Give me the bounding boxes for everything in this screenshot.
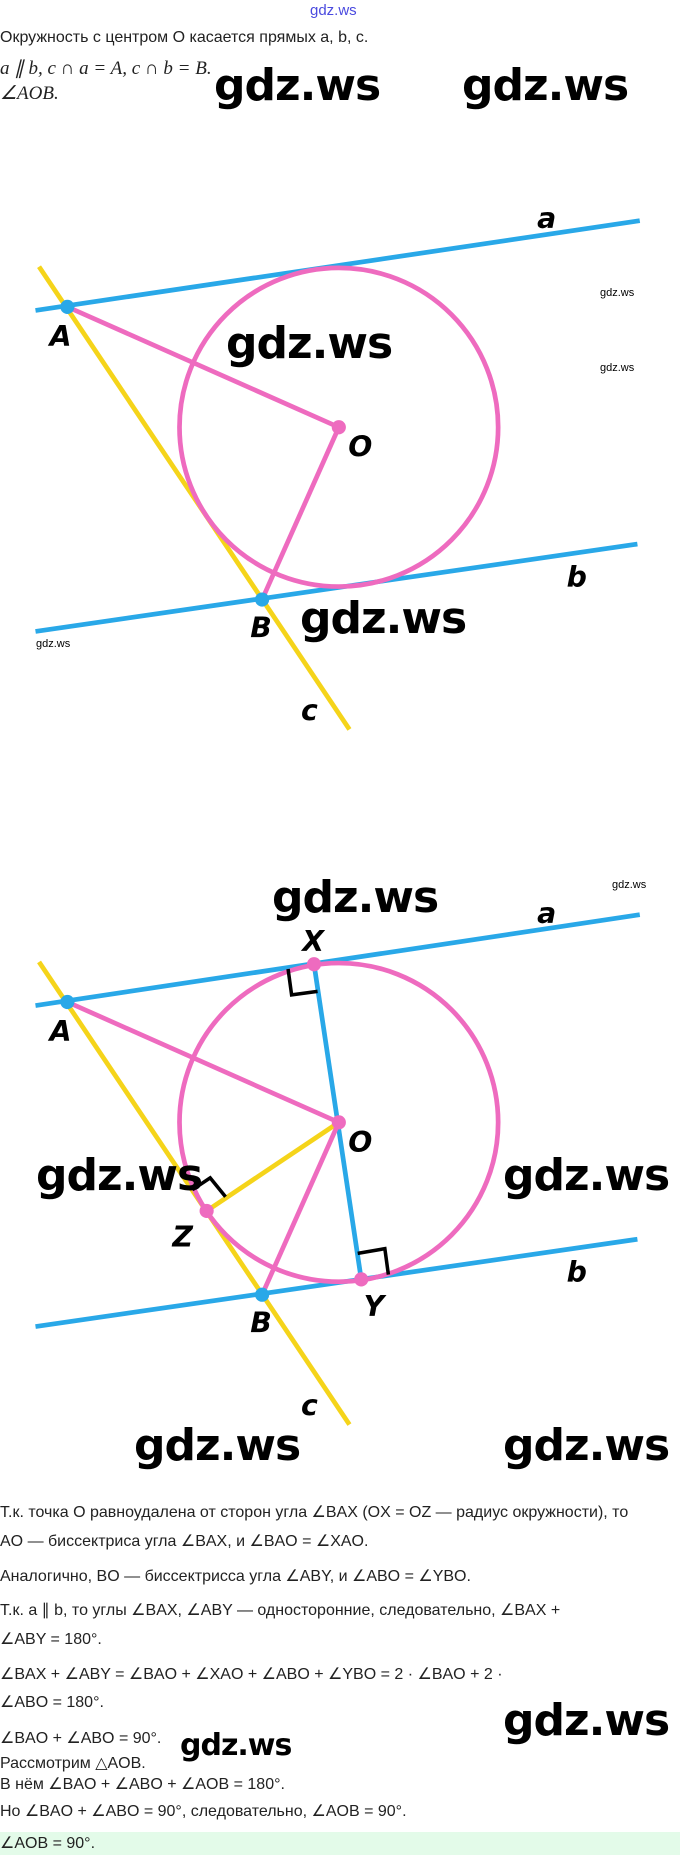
- segment-AO: [66, 304, 340, 430]
- watermark: gdz.ws: [36, 638, 71, 650]
- solution-line: Аналогично, BO — биссектрисса угла ∠ABY,…: [0, 1568, 471, 1585]
- watermark: gdz.ws: [462, 60, 629, 111]
- point-X: [306, 957, 322, 972]
- right-angle-Y: [357, 1246, 391, 1275]
- label-a: a: [537, 897, 556, 930]
- segment-OZ: [205, 1120, 341, 1213]
- label-Y: Y: [364, 1290, 387, 1323]
- segment-AO: [66, 999, 340, 1125]
- watermark: gdz.ws: [272, 872, 439, 923]
- point-O: [331, 1115, 346, 1130]
- solution-line: Но ∠BAO + ∠ABO = 90°, следовательно, ∠AO…: [0, 1803, 407, 1820]
- watermark: gdz.ws: [600, 362, 635, 374]
- watermark: gdz.ws: [134, 1420, 301, 1471]
- watermark: gdz.ws: [180, 1728, 292, 1763]
- label-c: c: [301, 694, 318, 727]
- figure-2: a b c A B O X Y Z: [35, 897, 641, 1426]
- solution-line: В нём ∠BAO + ∠ABO + ∠AOB = 180°.: [0, 1776, 285, 1793]
- header-watermark: gdz.ws: [310, 2, 357, 19]
- watermark: gdz.ws: [226, 318, 393, 369]
- label-B: B: [250, 611, 272, 644]
- point-A: [60, 994, 75, 1010]
- watermark: gdz.ws: [503, 1695, 670, 1746]
- watermark: gdz.ws: [612, 879, 647, 891]
- label-b: b: [567, 561, 587, 594]
- segment-BO: [259, 1121, 341, 1296]
- point-Y: [354, 1272, 369, 1287]
- label-X: X: [300, 925, 325, 958]
- label-A: A: [48, 320, 72, 353]
- label-O: O: [348, 431, 372, 464]
- right-angle-X: [286, 968, 318, 997]
- line-a: [35, 218, 641, 313]
- watermark: gdz.ws: [300, 593, 467, 644]
- solution-line: ∠BAO + ∠ABO = 90°.: [0, 1730, 162, 1747]
- circle: [177, 265, 501, 589]
- solution-line: AO — биссектриса угла ∠BAX, и ∠BAO = ∠XA…: [0, 1533, 369, 1550]
- solution-line: ∠BAX + ∠ABY = ∠BAO + ∠XAO + ∠ABO + ∠YBO …: [0, 1666, 503, 1683]
- answer-highlight: [0, 1832, 680, 1855]
- label-c: c: [301, 1389, 318, 1422]
- right-angle-Z: [191, 1175, 227, 1198]
- watermark: gdz.ws: [214, 60, 381, 111]
- segment-BO: [259, 426, 341, 601]
- label-b: b: [567, 1256, 587, 1289]
- point-B: [255, 592, 270, 607]
- label-B: B: [250, 1306, 272, 1339]
- answer: ∠AOB = 90°.: [0, 1835, 96, 1852]
- label-Z: Z: [171, 1220, 193, 1253]
- label-O: O: [348, 1126, 372, 1159]
- watermark: gdz.ws: [600, 287, 635, 299]
- point-B: [255, 1287, 270, 1302]
- problem-line-3: ∠AOB.: [0, 83, 59, 104]
- solution-line: Т.к. точка O равноудалена от сторон угла…: [0, 1504, 629, 1521]
- watermark: gdz.ws: [503, 1420, 670, 1471]
- solution-line: ∠ABO = 180°.: [0, 1694, 104, 1711]
- figures: a b c A B O a b c: [35, 202, 641, 1426]
- point-A: [60, 299, 75, 314]
- figure-1: a b c A B O: [35, 202, 641, 731]
- solution-line: Т.к. a ∥ b, то углы ∠BAX, ∠ABY — односто…: [0, 1602, 561, 1619]
- circle: [177, 960, 501, 1285]
- point-Z: [199, 1203, 214, 1218]
- watermark: gdz.ws: [36, 1150, 203, 1201]
- problem-line-1: Окружность с центром O касается прямых a…: [0, 29, 369, 46]
- line-a: [35, 912, 641, 1008]
- watermark: gdz.ws: [503, 1150, 670, 1201]
- solution-line: Рассмотрим △AOB.: [0, 1755, 146, 1772]
- label-A: A: [48, 1015, 72, 1048]
- problem-line-2: a ∥ b, c ∩ a = A, c ∩ b = B.: [0, 58, 212, 79]
- solution-line: ∠ABY = 180°.: [0, 1631, 102, 1648]
- label-a: a: [537, 202, 556, 235]
- point-O: [331, 420, 346, 435]
